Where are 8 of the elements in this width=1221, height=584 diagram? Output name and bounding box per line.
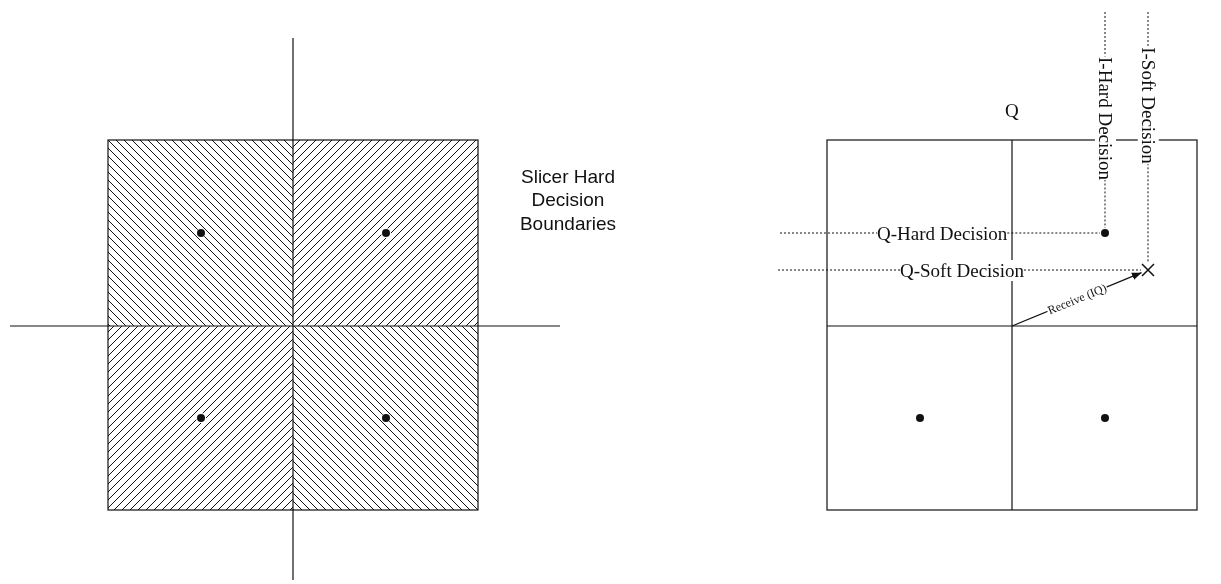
- decision-label: Q-Soft Decision: [900, 259, 1024, 281]
- leader-line: [1006, 232, 1101, 234]
- decision-label: I-Hard Decision: [1094, 56, 1116, 180]
- boundary-caption: Slicer Hard Decision Boundaries: [518, 164, 618, 236]
- received-point-mark: [1141, 263, 1155, 277]
- constellation-point: [1100, 228, 1110, 238]
- decision-label: I-Soft Decision: [1137, 46, 1159, 164]
- edge-label: Receive (IQ): [1044, 281, 1109, 318]
